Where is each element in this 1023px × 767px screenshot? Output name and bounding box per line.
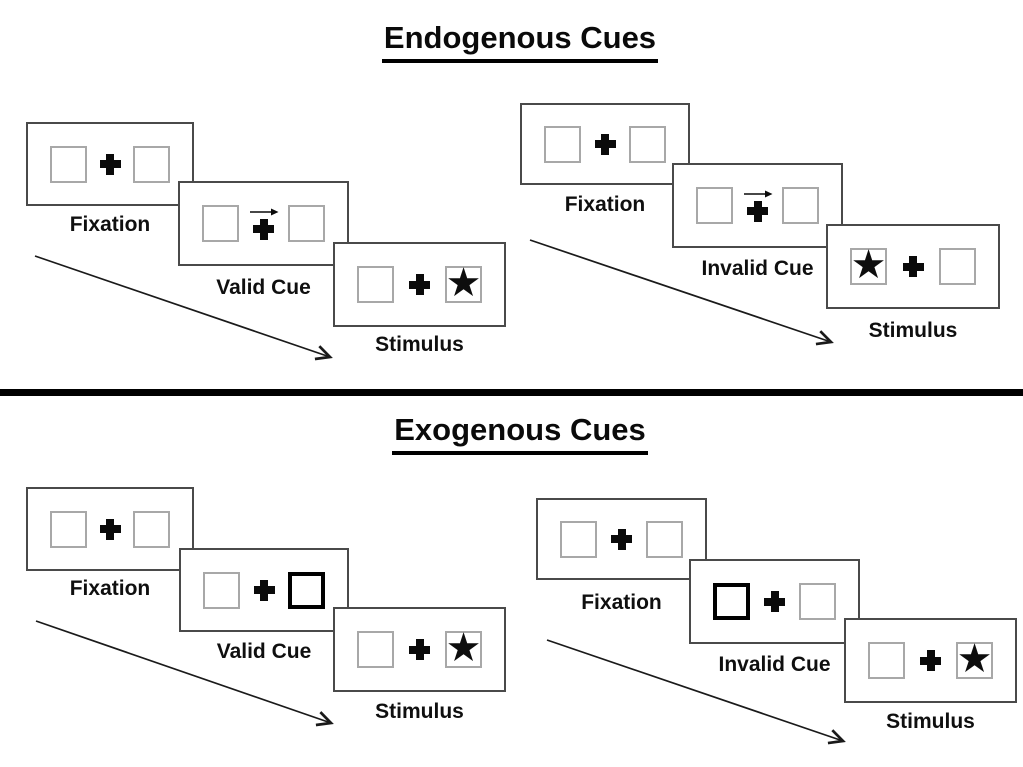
exogenous-valid-fixation-panel: [26, 487, 194, 571]
left-placeholder-box: [560, 520, 597, 558]
panel-label: Fixation: [69, 213, 151, 236]
fixation-cross-icon: [902, 256, 924, 277]
left-placeholder-box: [50, 145, 87, 183]
star-icon: ★: [956, 637, 993, 681]
right-placeholder-box: [799, 583, 836, 620]
right-placeholder-box: [133, 145, 170, 183]
right-placeholder-box: [288, 205, 325, 242]
endogenous-invalid-stimulus-panel: ★: [826, 224, 1000, 309]
fixation-cross-icon: [409, 639, 430, 660]
section-title-text: Exogenous Cues: [392, 412, 648, 455]
left-placeholder-box: [357, 266, 394, 303]
fixation-cross-icon: [920, 650, 941, 671]
panel-label: Invalid Cue: [718, 653, 831, 676]
panel-label: Valid Cue: [216, 276, 311, 299]
section-title-text: Endogenous Cues: [381, 20, 659, 63]
fixation-cross-icon: [99, 518, 121, 540]
panel-label: Fixation: [564, 193, 646, 216]
fixation-cross-icon: [611, 528, 632, 550]
time-course-arrow-icon: [529, 239, 834, 346]
central-cue: [249, 205, 279, 240]
time-course-arrow-icon: [546, 639, 846, 745]
star-icon: ★: [445, 626, 482, 670]
left-placeholder-box: [203, 571, 240, 609]
right-arrow-icon: [743, 190, 772, 197]
right-target-box: ★: [445, 626, 482, 670]
right-placeholder-box: [133, 510, 170, 548]
time-course-arrow-icon: [35, 620, 334, 727]
left-placeholder-box: [544, 125, 581, 163]
fixation-cross-icon: [99, 153, 121, 175]
right-placeholder-box: [939, 248, 976, 285]
left-placeholder-box: [357, 631, 394, 668]
left-placeholder-box: [868, 642, 905, 679]
panel-label: Stimulus: [375, 333, 464, 356]
exogenous-invalid-fixation-panel: [536, 498, 707, 580]
right-placeholder-box: [646, 520, 683, 558]
exogenous-valid-cue-panel: [179, 548, 349, 632]
fixation-cross-icon: [594, 133, 616, 155]
panel-label: Fixation: [581, 591, 662, 614]
central-cue: [743, 187, 773, 222]
right-highlighted-cue-box: [288, 571, 325, 609]
fixation-cross-icon: [253, 579, 275, 601]
panel-label: Fixation: [69, 577, 151, 600]
panel-label: Stimulus: [886, 710, 975, 733]
left-placeholder-box: [202, 205, 239, 242]
panel-label: Stimulus: [375, 700, 464, 723]
fixation-cross-icon: [409, 274, 430, 295]
fixation-cross-icon: [747, 200, 768, 222]
endogenous-valid-cue-panel: [178, 181, 349, 266]
exogenous-invalid-cue-panel: [689, 559, 860, 644]
right-placeholder-box: [629, 125, 666, 163]
section-title-exogenous: Exogenous Cues: [0, 412, 1023, 455]
star-icon: ★: [850, 243, 887, 287]
left-target-box: ★: [850, 243, 887, 287]
section-divider: [0, 389, 1023, 396]
fixation-cross-icon: [253, 218, 274, 240]
left-highlighted-cue-box: [713, 583, 750, 620]
right-target-box: ★: [445, 261, 482, 305]
time-course-arrow-icon: [34, 255, 333, 361]
panel-label: Valid Cue: [216, 640, 312, 663]
endogenous-invalid-cue-panel: [672, 163, 843, 248]
endogenous-valid-fixation-panel: [26, 122, 194, 206]
right-arrow-icon: [249, 208, 278, 215]
section-title-endogenous: Endogenous Cues: [0, 20, 1023, 63]
panel-label: Invalid Cue: [701, 257, 814, 280]
right-placeholder-box: [782, 187, 819, 224]
fixation-cross-icon: [764, 591, 785, 612]
panel-label: Stimulus: [868, 319, 958, 342]
star-icon: ★: [445, 261, 482, 305]
endogenous-valid-stimulus-panel: ★: [333, 242, 506, 327]
exogenous-invalid-stimulus-panel: ★: [844, 618, 1017, 703]
left-placeholder-box: [696, 187, 733, 224]
exogenous-valid-stimulus-panel: ★: [333, 607, 506, 692]
endogenous-invalid-fixation-panel: [520, 103, 690, 185]
right-target-box: ★: [956, 637, 993, 681]
left-placeholder-box: [50, 510, 87, 548]
